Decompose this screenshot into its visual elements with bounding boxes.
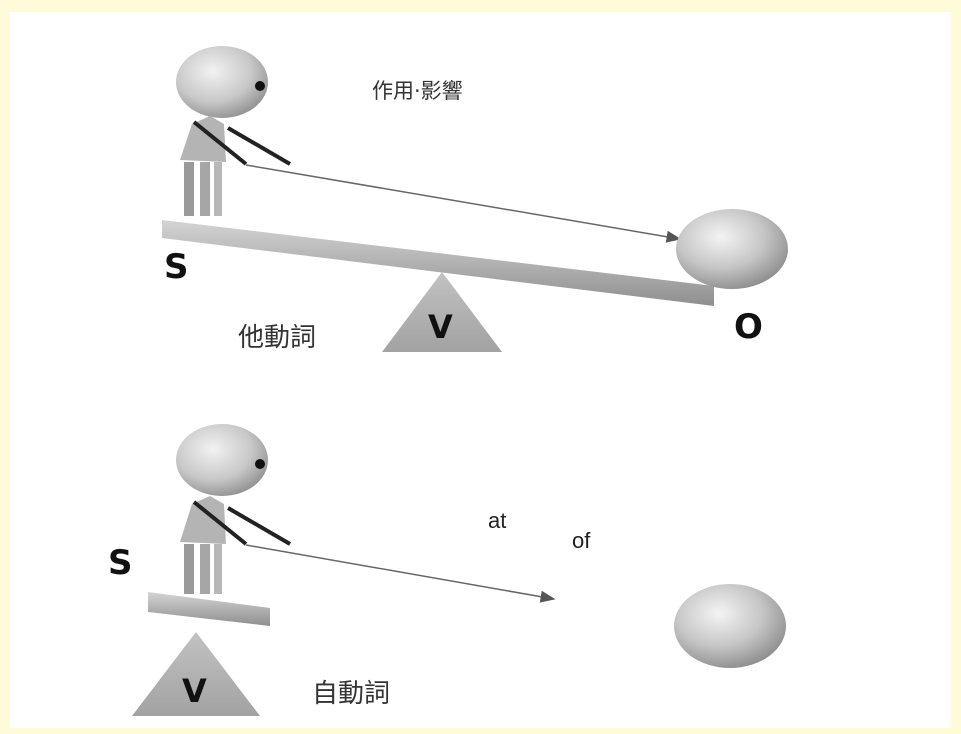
- top-effect-arrow: [245, 164, 682, 243]
- top-figure-eye: [255, 81, 265, 91]
- top-verb-type-label: 他動詞: [238, 323, 316, 353]
- top-figure-leg-left: [184, 162, 194, 216]
- bottom-figure-leg-back: [214, 544, 222, 594]
- top-seesaw-plank: [162, 220, 714, 306]
- top-figure-arm-1: [192, 120, 248, 166]
- bottom-fulcrum-triangle: [132, 632, 260, 716]
- bottom-figure-head: [176, 424, 268, 496]
- top-effect-label: 作用·影響: [372, 79, 463, 103]
- bottom-panel: at of V S 自動詞: [108, 424, 786, 716]
- bottom-verb-type-label: 自動詞: [312, 679, 390, 709]
- diagram-canvas: 作用·影響 V S O 他動詞 at of: [10, 12, 951, 728]
- top-figure: [176, 46, 292, 216]
- top-verb-label: V: [428, 308, 453, 346]
- top-figure-leg-right: [200, 162, 210, 216]
- top-fulcrum-triangle: [382, 272, 502, 352]
- bottom-figure-eye: [255, 459, 265, 469]
- bottom-prep-of: of: [572, 528, 591, 553]
- top-figure-arm-2: [226, 126, 292, 166]
- top-panel: 作用·影響 V S O 他動詞: [162, 46, 788, 353]
- diagram-svg: 作用·影響 V S O 他動詞 at of: [108, 46, 788, 716]
- bottom-figure-arm-1: [192, 500, 248, 546]
- bottom-figure-leg-left: [184, 544, 194, 594]
- bottom-seesaw-plank: [148, 592, 270, 626]
- top-object-label: O: [734, 307, 763, 347]
- bottom-subject-label: S: [108, 543, 133, 583]
- bottom-figure: [176, 424, 292, 594]
- bottom-verb-label: V: [182, 672, 207, 710]
- top-object-ball: [676, 209, 788, 289]
- bottom-prep-at: at: [488, 508, 506, 533]
- bottom-object-ball: [674, 584, 786, 668]
- bottom-figure-arm-2: [226, 506, 292, 546]
- bottom-effect-arrow: [245, 544, 556, 603]
- top-figure-leg-back: [214, 162, 222, 216]
- top-figure-body: [180, 116, 226, 162]
- top-subject-label: S: [164, 247, 189, 287]
- bottom-figure-leg-right: [200, 544, 210, 594]
- bottom-figure-body: [180, 496, 226, 544]
- top-figure-head: [176, 46, 268, 118]
